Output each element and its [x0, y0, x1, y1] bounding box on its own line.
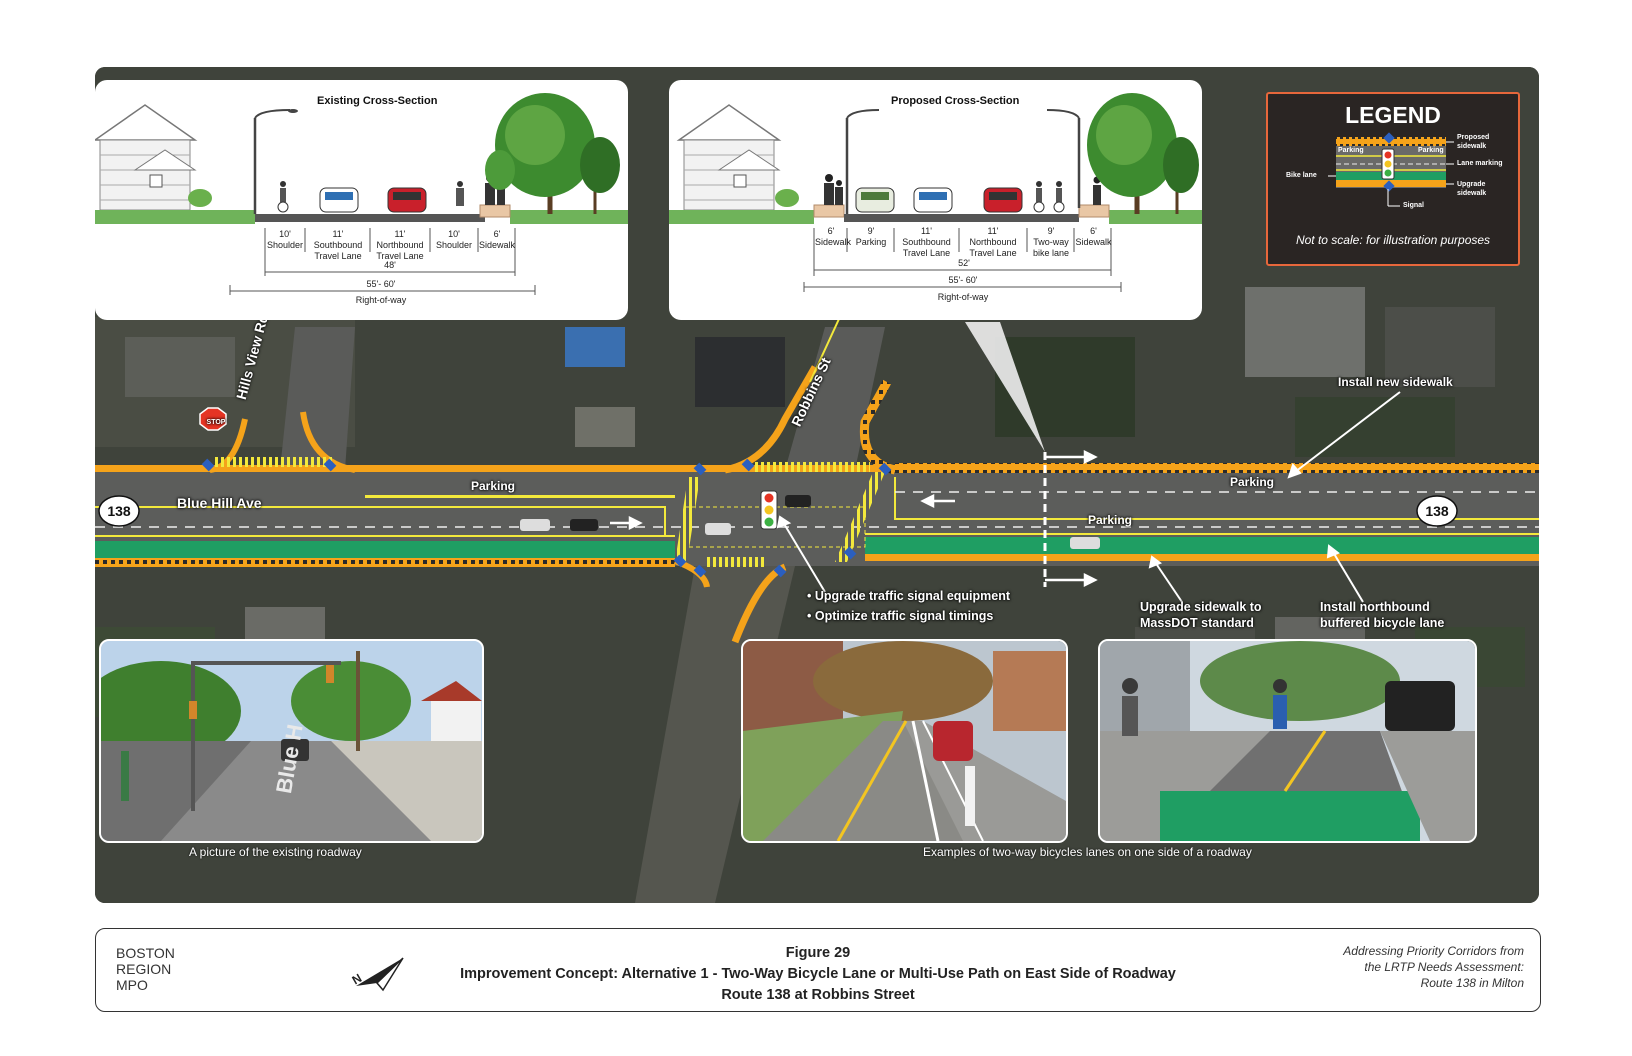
study-name: Addressing Priority Corridors from the L…: [1343, 944, 1524, 990]
north-arrow-icon: N: [351, 957, 404, 992]
existing-dim-sidewalk: 6'Sidewalk: [478, 229, 516, 250]
org-name: BOSTON REGION MPO: [116, 945, 175, 993]
proposed-total-width: 52': [944, 258, 984, 269]
legend-parking-left: Parking: [1338, 147, 1364, 154]
legend-title: LEGEND: [1345, 102, 1441, 128]
photo-existing-roadway-drawing: [101, 641, 482, 841]
proposed-dim-sidewalk-east: 6'Sidewalk: [1075, 226, 1112, 247]
parking-label-east-top: Parking: [1230, 475, 1275, 489]
legend-proposed-sidewalk: Proposed sidewalk: [1457, 134, 1490, 150]
existing-cross-section-title: Existing Cross-Section: [317, 95, 438, 107]
figure-subtitle: Route 138 at Robbins Street: [721, 987, 915, 1003]
signal-callout-line-1: • Upgrade traffic signal equipment: [807, 589, 1011, 603]
install-sidewalk-callout: Install new sidewalk: [1338, 375, 1453, 389]
aerial-map: STOP Hills View Rd Robbins St Blue Hill …: [95, 67, 1539, 903]
proposed-cross-section-title: Proposed Cross-Section: [891, 95, 1020, 107]
existing-dim-shoulder-east: 10'Shoulder: [435, 229, 473, 250]
photo-existing-roadway: Blue H: [99, 639, 484, 843]
proposed-right-of-way-width: 55'- 60': [935, 275, 991, 286]
existing-dim-shoulder-west: 10'Shoulder: [267, 229, 304, 250]
legend-bike-lane: Bike lane: [1286, 172, 1317, 179]
photo-bike-lane-example-1: [741, 639, 1068, 843]
title-block: BOSTON REGION MPO N Figure 29 Improvemen…: [95, 928, 1541, 1012]
stop-sign-label: STOP: [206, 419, 226, 426]
proposed-dim-sidewalk-west: 6'Sidewalk: [815, 226, 852, 247]
proposed-cross-section-drawing: [669, 93, 1202, 292]
figure-number: Figure 29: [785, 945, 851, 961]
blue-hill-ave-label: Blue Hill Ave: [177, 495, 262, 511]
proposed-right-of-way-label: Right-of-way: [937, 292, 989, 302]
legend-lane-marking: Lane marking: [1457, 160, 1503, 167]
parking-label-west: Parking: [471, 479, 516, 493]
existing-right-of-way-label: Right-of-way: [355, 295, 407, 305]
proposed-cross-section-panel: Proposed Cross-Section: [669, 80, 1202, 320]
signal-callout-line-2: • Optimize traffic signal timings: [807, 609, 994, 623]
legend-signal: Signal: [1403, 202, 1425, 209]
existing-cross-section-drawing: [95, 93, 628, 295]
photo-bike-lane-example-2-drawing: [1100, 641, 1475, 841]
caption-bike-lane-examples: Examples of two-way bicycles lanes on on…: [923, 845, 1252, 859]
install-bike-lane-callout: Install northbound buffered bicycle lane: [1320, 600, 1445, 630]
legend-parking-right: Parking: [1418, 147, 1444, 154]
caption-existing-roadway: A picture of the existing roadway: [189, 845, 362, 859]
existing-right-of-way-width: 55'- 60': [353, 279, 409, 290]
photo-bike-lane-example-2: [1098, 639, 1477, 843]
photo-bike-lane-example-1-drawing: [743, 641, 1066, 841]
parking-label-east-middle: Parking: [1088, 513, 1133, 527]
proposed-dim-parking: 9'Parking: [855, 226, 887, 247]
upgrade-sidewalk-callout: Upgrade sidewalk to MassDOT standard: [1140, 600, 1262, 630]
route-138-shield-left: 138: [107, 503, 131, 519]
figure-title: Improvement Concept: Alternative 1 - Two…: [460, 966, 1176, 982]
legend-graphic: [1328, 132, 1454, 207]
existing-cross-section-panel: Existing Cross-Section: [95, 80, 628, 320]
existing-total-width: 48': [370, 260, 410, 271]
legend-upgrade-sidewalk: Upgrade sidewalk: [1457, 181, 1487, 197]
legend-box: LEGEND: [1266, 92, 1520, 266]
route-138-shield-right: 138: [1425, 503, 1449, 519]
legend-note: Not to scale: for illustration purposes: [1295, 233, 1491, 247]
